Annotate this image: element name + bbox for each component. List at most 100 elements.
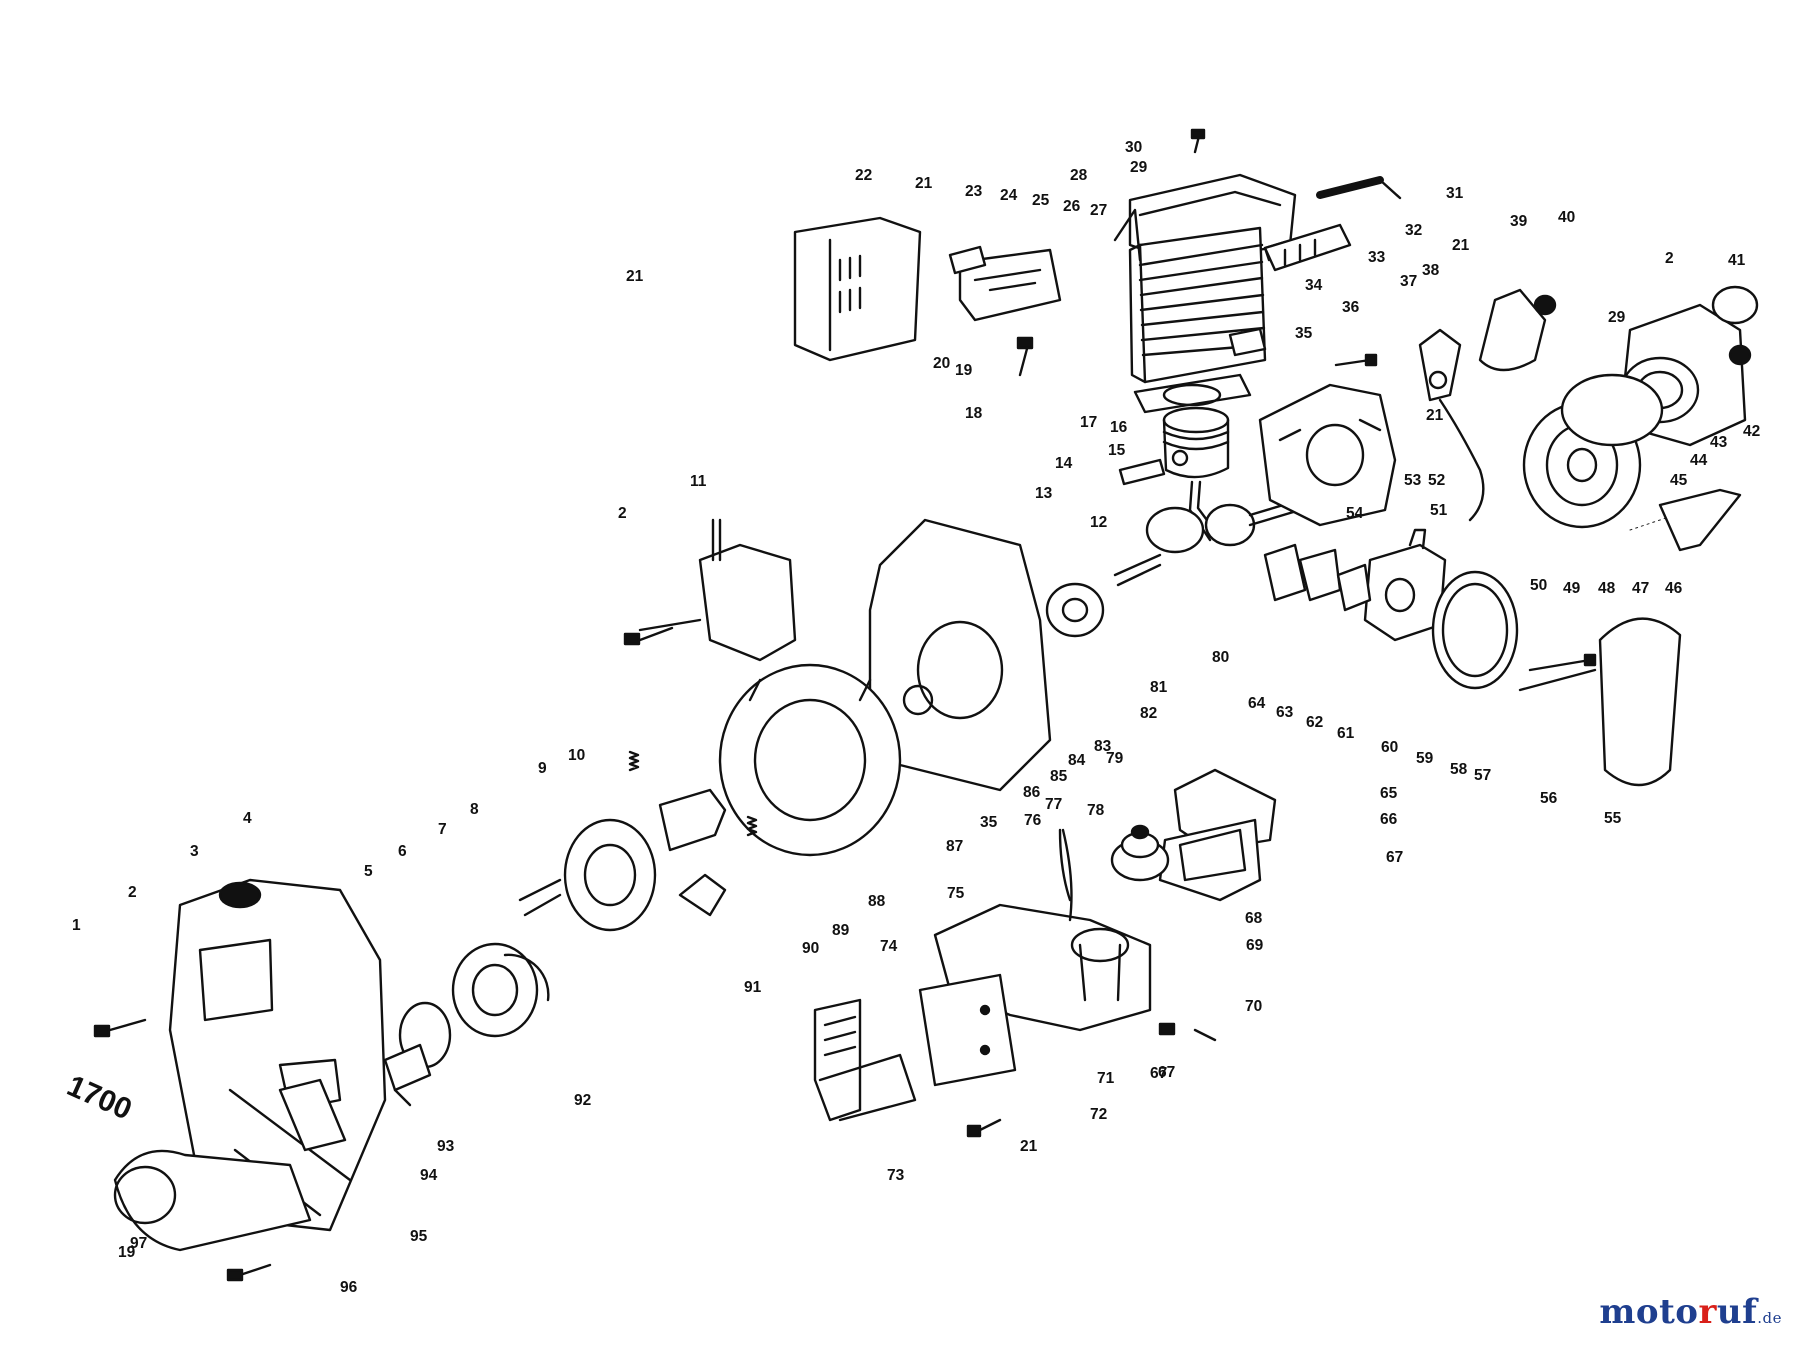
callout-37: 37 <box>1400 273 1417 290</box>
callout-20: 20 <box>933 355 950 372</box>
callout-87: 87 <box>946 838 963 855</box>
callout-27: 27 <box>1090 202 1107 219</box>
callout-85: 85 <box>1050 768 1068 785</box>
clutch-plate <box>451 942 550 1038</box>
callout-73: 73 <box>887 1167 905 1184</box>
intake-gaskets <box>1263 543 1372 612</box>
callout-58: 58 <box>1450 761 1468 778</box>
callout-48: 48 <box>1598 580 1616 597</box>
blower-outlet <box>113 1149 312 1252</box>
callout-68: 68 <box>1245 910 1263 927</box>
callout-72: 72 <box>1090 1106 1107 1123</box>
callout-24: 24 <box>1000 187 1018 204</box>
tank-bracket <box>1158 768 1277 902</box>
callout-77: 77 <box>1045 796 1062 813</box>
callout-64: 64 <box>1248 695 1266 712</box>
callout-35: 35 <box>1295 325 1313 342</box>
callout-52: 52 <box>1428 472 1445 489</box>
callout-43: 43 <box>1710 434 1728 451</box>
callout-13: 13 <box>1035 485 1053 502</box>
carburetor <box>1363 528 1447 642</box>
muffler-shield <box>793 216 922 362</box>
callout-33: 33 <box>1368 249 1386 266</box>
callout-22: 22 <box>855 167 872 184</box>
piston-pin <box>1118 458 1166 486</box>
callout-91: 91 <box>744 979 762 996</box>
fuel-line <box>1061 828 1073 922</box>
cropped-caption-bar <box>670 1334 1140 1346</box>
callout-41: 41 <box>1728 252 1746 269</box>
callout-23: 23 <box>965 183 983 200</box>
callout-92: 92 <box>574 1092 591 1109</box>
callout-11: 11 <box>690 473 707 490</box>
callout-89: 89 <box>832 922 850 939</box>
callout-35-a35: 35 <box>980 814 998 831</box>
fan-housing <box>718 663 902 857</box>
callout-32: 32 <box>1405 222 1422 239</box>
callout-63: 63 <box>1276 704 1294 721</box>
callout-50: 50 <box>1530 577 1547 594</box>
callout-4: 4 <box>243 810 252 827</box>
bearing <box>383 1043 432 1107</box>
callout-67-b67: 67 <box>1150 1065 1167 1082</box>
clutch-drum <box>518 818 657 932</box>
air-filter-plate <box>1431 570 1519 690</box>
callout-74: 74 <box>880 938 898 955</box>
cylinder <box>1128 226 1267 384</box>
model-number: 1700 <box>62 1069 136 1126</box>
callout-7: 7 <box>438 821 447 838</box>
callout-21-c21: 21 <box>1426 407 1444 424</box>
callout-31: 31 <box>1446 185 1464 202</box>
muffler-body <box>948 245 1062 322</box>
callout-8: 8 <box>470 801 479 818</box>
callout-9: 9 <box>538 760 547 777</box>
callout-80: 80 <box>1212 649 1229 666</box>
callout-36: 36 <box>1342 299 1360 316</box>
callout-45: 45 <box>1670 472 1688 489</box>
callout-59: 59 <box>1416 750 1434 767</box>
callout-66: 66 <box>1380 811 1398 828</box>
recoil-pulley <box>1522 373 1664 529</box>
callout-78: 78 <box>1087 802 1105 819</box>
callout-2: 2 <box>128 884 137 901</box>
callout-42: 42 <box>1743 423 1760 440</box>
callout-95: 95 <box>410 1228 428 1245</box>
callout-12: 12 <box>1090 514 1107 531</box>
watermark-part2: r <box>1698 1292 1717 1332</box>
callout-49: 49 <box>1563 580 1581 597</box>
callout-96: 96 <box>340 1279 358 1296</box>
callout-83: 83 <box>1094 738 1112 755</box>
clutch-shoe <box>658 788 727 917</box>
fuel-cap <box>1110 824 1170 882</box>
callout-2-b2: 2 <box>1665 250 1674 267</box>
callout-69: 69 <box>1246 937 1264 954</box>
spark-plug <box>1263 223 1352 272</box>
callout-82: 82 <box>1140 705 1157 722</box>
callout-19-a19: 19 <box>118 1244 136 1261</box>
callout-94: 94 <box>420 1167 438 1184</box>
callout-16: 16 <box>1110 419 1128 436</box>
callout-65: 65 <box>1380 785 1398 802</box>
cylinder-gasket <box>1133 373 1252 414</box>
blower-gasket <box>278 1078 347 1152</box>
callout-29-a29: 29 <box>1608 309 1626 326</box>
callout-81: 81 <box>1150 679 1168 696</box>
callout-10: 10 <box>568 747 585 764</box>
watermark-part3: uf <box>1716 1292 1758 1332</box>
main-crankcase <box>868 518 1052 792</box>
watermark-part1: moto <box>1599 1292 1699 1332</box>
callout-86: 86 <box>1023 784 1041 801</box>
callout-25: 25 <box>1032 192 1050 209</box>
callout-47: 47 <box>1632 580 1649 597</box>
callout-60: 60 <box>1381 739 1398 756</box>
callout-70: 70 <box>1245 998 1262 1015</box>
callout-67-a67: 67 <box>1158 1064 1175 1081</box>
callout-5: 5 <box>364 863 373 880</box>
callout-15: 15 <box>1108 442 1126 459</box>
callout-17: 17 <box>1080 414 1097 431</box>
callout-21-d21: 21 <box>1020 1138 1038 1155</box>
callout-46: 46 <box>1665 580 1683 597</box>
callout-21-a21: 21 <box>915 175 933 192</box>
callout-61: 61 <box>1337 725 1355 742</box>
